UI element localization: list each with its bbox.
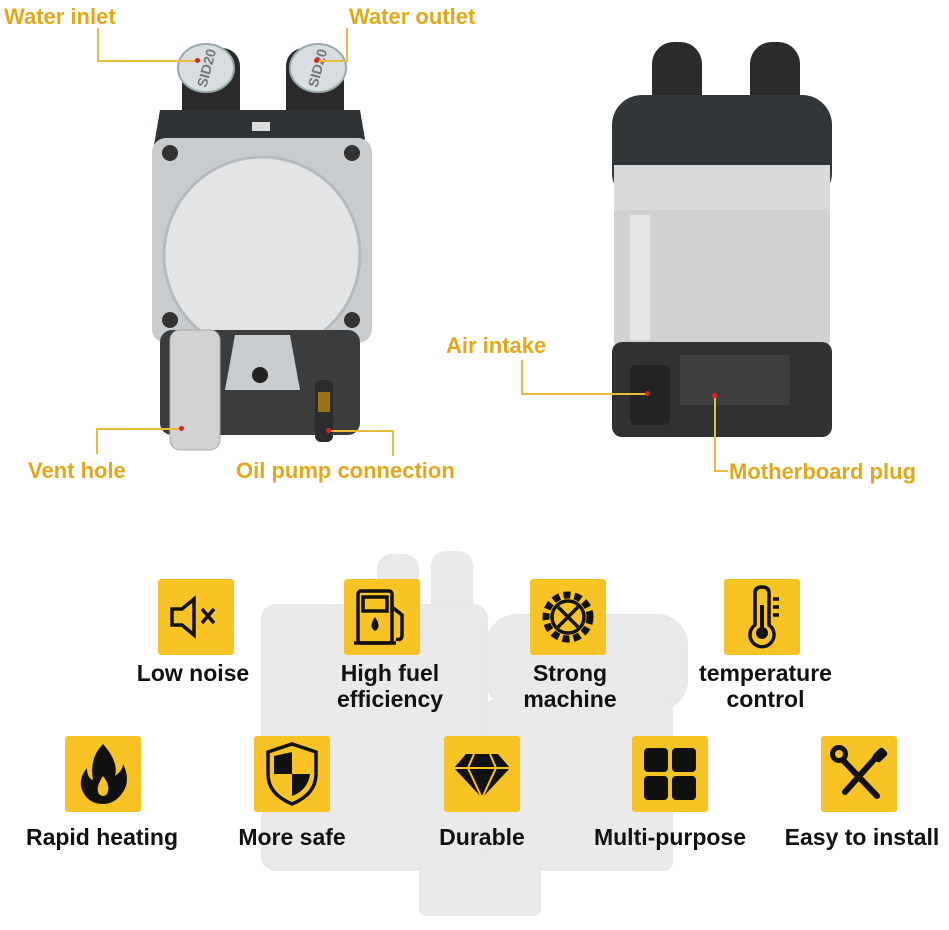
heater-front-view xyxy=(152,43,372,451)
water-inlet-label: Water inlet xyxy=(4,4,116,29)
air-intake-dot xyxy=(645,391,650,396)
gear-tools-icon xyxy=(530,579,606,655)
feature-label-multi-purpose: Multi-purpose xyxy=(593,824,747,850)
flame-icon xyxy=(65,736,141,812)
feature-label-durable: Durable xyxy=(439,824,525,850)
feature-label-rapid-heating: Rapid heating xyxy=(25,824,179,850)
feature-label-easy-to-install: Easy to install xyxy=(784,824,940,850)
vent-hole-label: Vent hole xyxy=(28,458,126,483)
heater-side-view xyxy=(612,42,832,437)
wrench-screwdriver-icon xyxy=(821,736,897,812)
air-intake-label: Air intake xyxy=(446,333,547,358)
speaker-mute-icon xyxy=(158,579,234,655)
grid-icon xyxy=(632,736,708,812)
feature-label-low-noise: Low noise xyxy=(136,660,250,686)
oil-pump-connection-label: Oil pump connection xyxy=(236,458,455,483)
oil-pump-dot xyxy=(326,428,331,433)
feature-label-more-safe: More safe xyxy=(238,824,346,850)
water-inlet-dot xyxy=(195,58,200,63)
diamond-icon xyxy=(444,736,520,812)
thermometer-icon xyxy=(724,579,800,655)
fuel-pump-icon xyxy=(344,579,420,655)
vent-hole-dot xyxy=(179,426,184,431)
shield-icon xyxy=(254,736,330,812)
motherboard-plug-dot xyxy=(712,393,717,398)
motherboard-plug-label: Motherboard plug xyxy=(729,459,916,484)
water-outlet-label: Water outlet xyxy=(349,4,476,29)
water-outlet-dot xyxy=(314,58,319,63)
